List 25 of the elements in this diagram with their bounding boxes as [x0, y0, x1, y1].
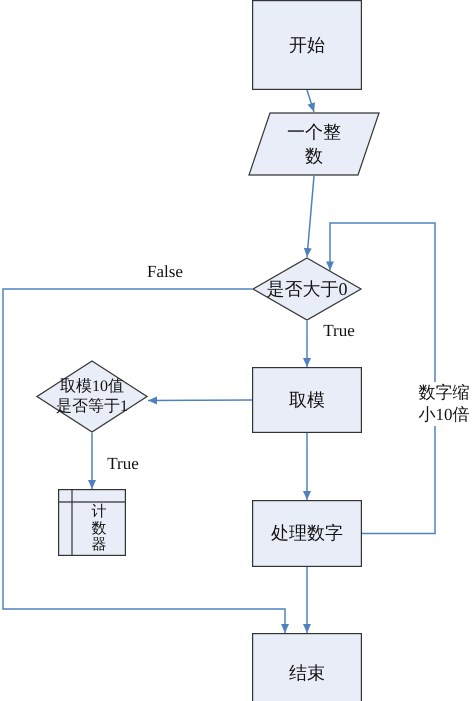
arrow — [148, 396, 252, 404]
node-text: 取模 — [289, 388, 325, 412]
node-text: 开始 — [289, 34, 325, 57]
arrow — [88, 433, 96, 489]
input-parallelogram — [248, 112, 380, 176]
node-text: 结束 — [289, 662, 325, 685]
node-text: 是否大于0 — [266, 278, 348, 301]
node-text: 一个整数 — [286, 120, 342, 168]
end-box — [252, 633, 362, 701]
decision-diamond — [252, 257, 362, 321]
arrow — [303, 433, 311, 500]
arrow — [326, 222, 436, 534]
decision-diamond — [36, 360, 148, 433]
arrow — [304, 176, 315, 258]
arrow — [306, 90, 316, 112]
node-text: 取模10值是否等于1 — [55, 376, 129, 416]
node-text: 处理数字 — [271, 522, 343, 546]
arrow — [303, 567, 311, 633]
process-box — [252, 500, 362, 567]
storage-box — [58, 489, 126, 556]
process-box — [252, 367, 362, 433]
arrow — [303, 321, 311, 367]
node-text: 计数器 — [92, 504, 106, 554]
start-box — [252, 0, 362, 90]
arrow — [2, 288, 289, 633]
